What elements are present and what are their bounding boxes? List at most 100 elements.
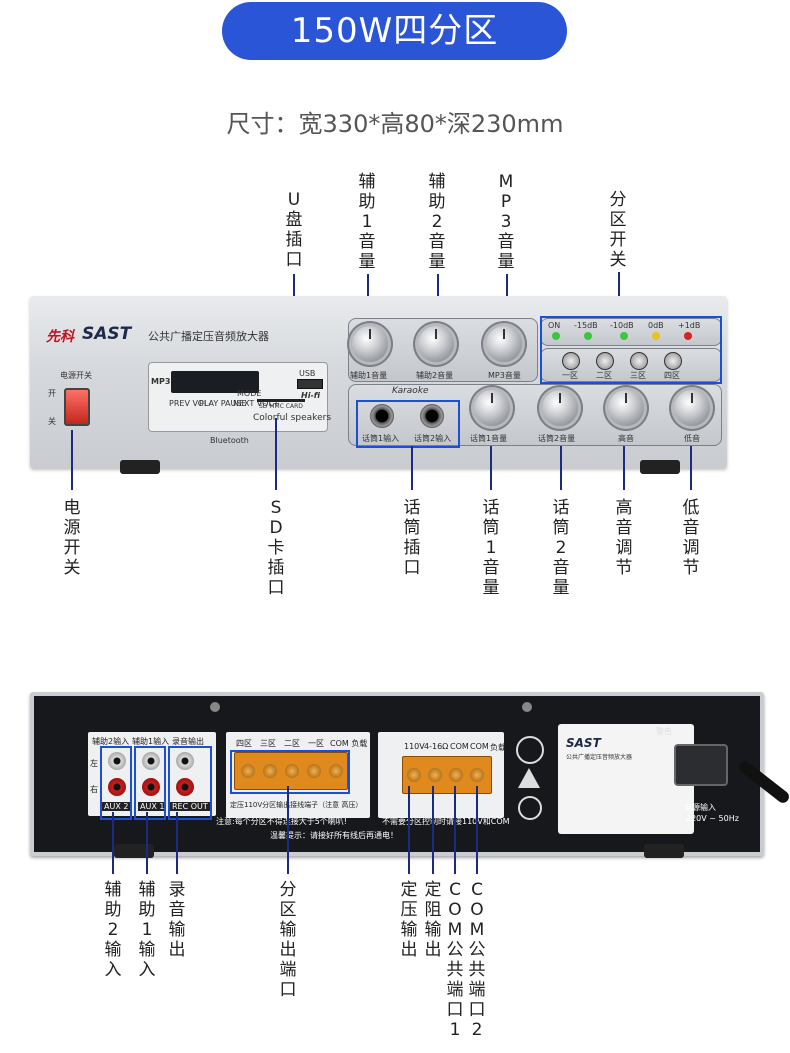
out-com2-screw[interactable] xyxy=(470,768,484,782)
callout-com1: COM公共端口1 xyxy=(446,880,464,1040)
rear-screw-left xyxy=(210,702,220,712)
prev-button[interactable]: PREV VOL- xyxy=(169,399,212,408)
led-on xyxy=(552,332,560,340)
out-com2-label: COM xyxy=(470,742,489,751)
speakers-label: Colorful speakers xyxy=(253,413,332,423)
zone-com-load-label: COM 负载 xyxy=(330,739,368,748)
knob-mic2[interactable] xyxy=(542,390,578,426)
play-button[interactable]: PLAY PAUSE xyxy=(199,399,247,408)
meter-m10-label: -10dB xyxy=(610,321,634,330)
callout-sd-slot: SD卡插口 xyxy=(267,498,285,598)
callout-line-power xyxy=(71,430,73,490)
knob-mp3[interactable] xyxy=(486,326,522,362)
usb-port[interactable] xyxy=(297,379,323,389)
rec-tag: REC OUT xyxy=(170,802,210,811)
aux1-tag: AUX 1 xyxy=(138,802,167,811)
led-0 xyxy=(652,332,660,340)
callout-line-cv-out xyxy=(408,786,410,874)
knob-mic2-label: 话筒2音量 xyxy=(538,434,576,443)
power-on-label: 开 xyxy=(48,389,56,398)
zone4-label: 四区 xyxy=(236,739,252,748)
title-badge: 150W四分区 xyxy=(222,2,567,60)
callout-mic1-volume: 话筒1音量 xyxy=(482,498,500,598)
callout-cr-out: 定阻输出 xyxy=(424,880,442,960)
knob-mic1[interactable] xyxy=(474,390,510,426)
usb-label: USB xyxy=(299,369,316,378)
brand-en: SAST xyxy=(82,324,132,344)
callout-zone-switch: 分区开关 xyxy=(609,190,627,270)
mode-button[interactable]: MODE xyxy=(237,389,262,398)
mic1-jack[interactable] xyxy=(370,404,394,428)
mic2-jack[interactable] xyxy=(420,404,444,428)
power-socket[interactable] xyxy=(674,744,728,786)
callout-line-com2 xyxy=(476,786,478,874)
spec-sticker: SAST 公共广播定压音频放大器 xyxy=(558,724,694,834)
rear-foot-right xyxy=(644,844,684,858)
out-4-16-screw[interactable] xyxy=(428,768,442,782)
zone2-button[interactable] xyxy=(596,352,614,370)
zone-note: 定压110V分区输出接线端子（注意 高压） xyxy=(230,801,363,809)
rear-screw-right xyxy=(522,702,532,712)
callout-mic-jack: 话筒插口 xyxy=(403,498,421,578)
callout-line-aux1-in xyxy=(146,812,148,874)
aux1-left-rca[interactable] xyxy=(142,752,160,770)
zone-screw-5[interactable] xyxy=(329,764,343,778)
zone-terminal-block xyxy=(234,752,348,790)
zone2-label: 二区 xyxy=(284,739,300,748)
connection-tip: 温馨提示：请接好所有线后再通电！ xyxy=(270,831,398,840)
media-panel: MP3 USB Hi-fi PREV VOL- PLAY PAUSE NEXT … xyxy=(148,362,332,432)
aux2-tag: AUX 2 xyxy=(102,802,131,811)
knob-aux1[interactable] xyxy=(352,326,388,362)
callout-aux1-in: 辅助1输入 xyxy=(138,880,156,980)
mic2-jack-label: 话筒2输入 xyxy=(414,434,452,443)
mic-jack-highlight xyxy=(356,400,460,448)
callout-line-cr-out xyxy=(432,786,434,874)
zone-screw-2[interactable] xyxy=(263,764,277,778)
aux2-right-rca[interactable] xyxy=(108,778,126,796)
knob-bass[interactable] xyxy=(674,390,710,426)
rec-right-rca[interactable] xyxy=(176,778,194,796)
zone-screw-1[interactable] xyxy=(241,764,255,778)
warning-label: 警告 xyxy=(656,727,672,736)
zone-warning: 注意:每个分区不得连接大于5个喇叭! xyxy=(216,817,347,826)
callout-power-switch: 电源开关 xyxy=(63,498,81,578)
zone-screw-3[interactable] xyxy=(285,764,299,778)
meter-0-label: 0dB xyxy=(648,321,664,330)
meter-m15-label: -15dB xyxy=(574,321,598,330)
callout-line-aux2-in xyxy=(112,812,114,874)
zone1-button[interactable] xyxy=(562,352,580,370)
power-switch[interactable] xyxy=(64,388,90,426)
front-panel: 先科 SAST 公共广播定压音频放大器 电源开关 开 关 MP3 USB Hi-… xyxy=(30,296,727,474)
out-110v-label: 110V xyxy=(404,742,425,751)
out-com-screw[interactable] xyxy=(449,768,463,782)
sticker-title: 公共广播定压音频放大器 xyxy=(566,754,633,761)
right-label: 右 xyxy=(90,785,98,794)
aux1-right-rca[interactable] xyxy=(142,778,160,796)
next-button[interactable]: NEXT VOL+ xyxy=(233,399,280,408)
mic1-jack-label: 话筒1输入 xyxy=(362,434,400,443)
rec-header: 录音输出 xyxy=(172,737,204,746)
zone-screw-4[interactable] xyxy=(307,764,321,778)
aux2-left-rca[interactable] xyxy=(108,752,126,770)
sd-slot[interactable] xyxy=(257,399,305,402)
device-name: 公共广播定压音频放大器 xyxy=(148,330,269,343)
callout-treble: 高音调节 xyxy=(615,498,633,578)
knob-treble[interactable] xyxy=(608,390,644,426)
zone3-button[interactable] xyxy=(630,352,648,370)
knob-aux2[interactable] xyxy=(418,326,454,362)
power-input-label: 电源输入 xyxy=(684,803,716,812)
callout-line-bass xyxy=(690,446,692,490)
zone4-button[interactable] xyxy=(664,352,682,370)
ccc-mark-icon xyxy=(516,736,544,764)
callout-aux1-volume: 辅助1音量 xyxy=(358,172,376,272)
callout-bass: 低音调节 xyxy=(682,498,700,578)
out-110v-screw[interactable] xyxy=(407,768,421,782)
callout-usb: U盘插口 xyxy=(285,190,303,270)
rec-left-rca[interactable] xyxy=(176,752,194,770)
knob-treble-label: 高音 xyxy=(618,434,634,443)
aux2-header: 辅助2输入 xyxy=(92,737,130,746)
left-label: 左 xyxy=(90,759,98,768)
power-spec: 220V ~ 50Hz xyxy=(686,814,739,823)
callout-line-mic-jack xyxy=(411,446,413,490)
knob-mic1-label: 话筒1音量 xyxy=(470,434,508,443)
